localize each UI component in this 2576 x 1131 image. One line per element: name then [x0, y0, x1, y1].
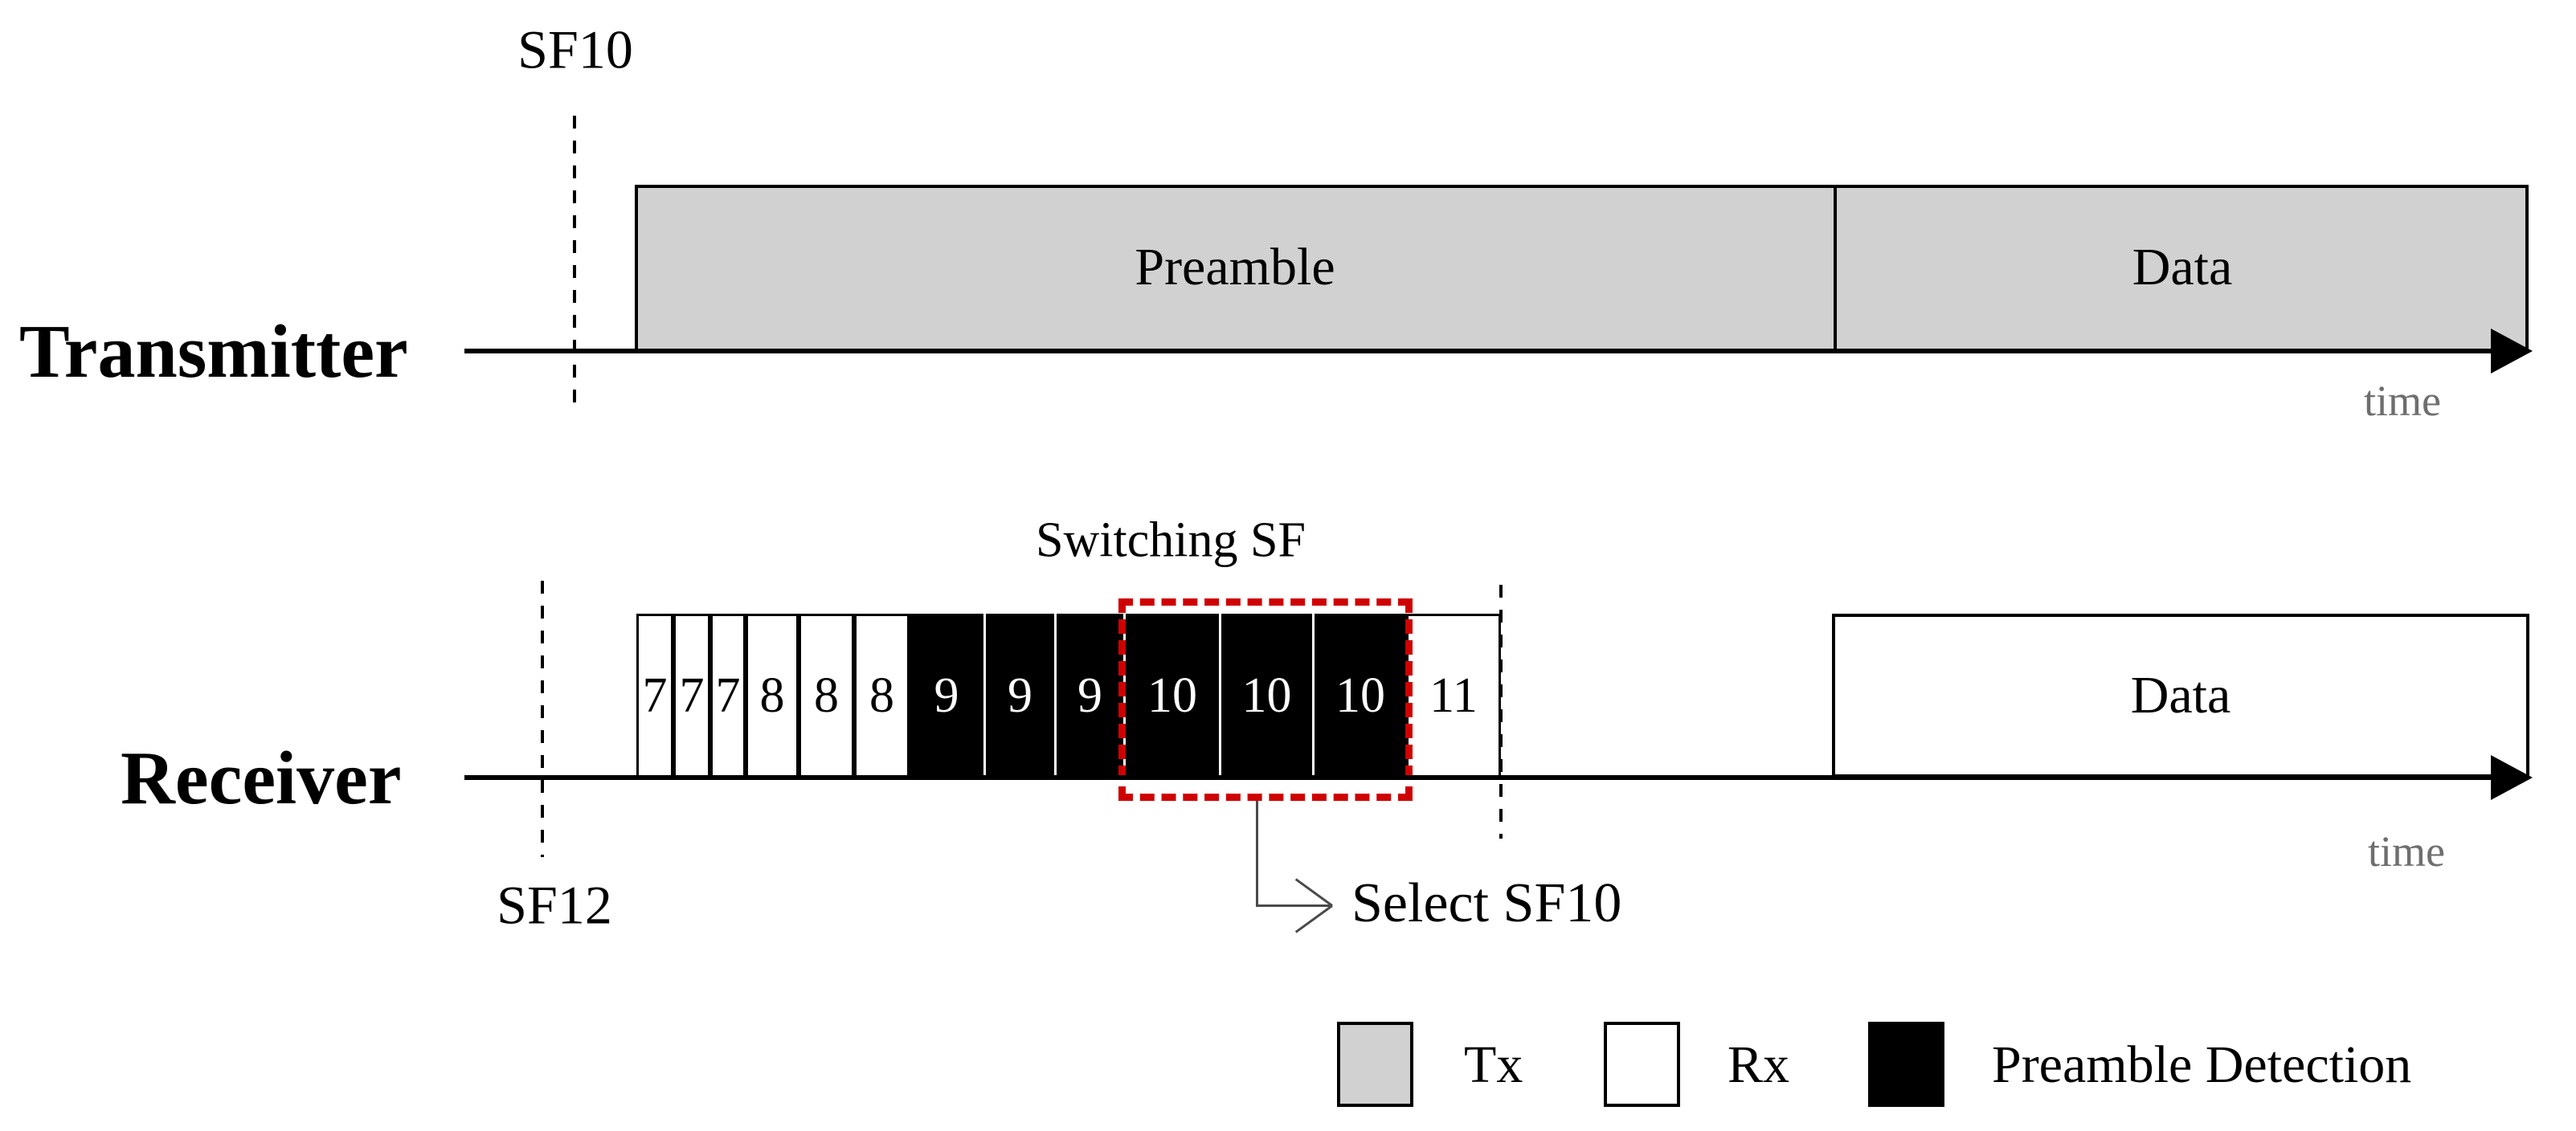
transmitter-data-segment-label: Data: [2132, 238, 2233, 296]
receiver-sf-slot-label: 10: [1147, 668, 1197, 723]
legend-rx-label: Rx: [1728, 1035, 1790, 1094]
transmitter-sf10-label: SF10: [517, 18, 633, 80]
receiver-data-box: [1832, 614, 2529, 778]
receiver-sf-slot: 7: [710, 614, 746, 778]
receiver-sf-slot-label: 9: [1008, 668, 1032, 723]
receiver-time-label: time: [2368, 827, 2445, 876]
receiver-sf-slot: 9: [910, 614, 983, 778]
select-arrowhead-lower: [1294, 904, 1333, 933]
receiver-sf-slot: 8: [799, 614, 854, 778]
legend-tx-label: Tx: [1464, 1035, 1523, 1094]
legend-preamble-detection-label: Preamble Detection: [1992, 1035, 2412, 1094]
scan-end-dashed-line: [1499, 585, 1503, 839]
transmitter-timeline: [464, 349, 2497, 353]
receiver-sf-slot-label: 7: [715, 668, 741, 723]
receiver-sf-slot-label: 9: [1077, 668, 1102, 723]
switching-sf-label: Switching SF: [1036, 512, 1306, 568]
receiver-sf-slot: 8: [854, 614, 910, 778]
receiver-sf-slot: 10: [1123, 614, 1219, 778]
receiver-sf-slot: 8: [746, 614, 799, 778]
transmitter-timeline-arrowhead: [2491, 329, 2533, 374]
legend-tx-swatch: [1337, 1022, 1413, 1107]
receiver-sf12-dashed-line: [541, 581, 544, 857]
receiver-sf-slot-label: 7: [642, 668, 668, 723]
receiver-sf-slot: 9: [983, 614, 1054, 778]
receiver-sf-slot-label: 8: [814, 668, 839, 723]
receiver-sf-slot-label: 8: [759, 668, 785, 723]
receiver-sf-slot: 10: [1219, 614, 1312, 778]
receiver-label: Receiver: [121, 737, 402, 820]
receiver-sf-slot: 9: [1054, 614, 1123, 778]
sf10-selection-highlight: [1118, 598, 1413, 801]
legend-rx-swatch: [1604, 1022, 1680, 1107]
transmitter-label: Transmitter: [19, 310, 408, 394]
receiver-data-segment-label: Data: [2130, 666, 2231, 725]
receiver-sf-slot: 11: [1406, 614, 1501, 778]
receiver-sf12-label: SF12: [497, 874, 612, 936]
transmitter-sf10-dashed-line: [573, 116, 576, 406]
legend-preamble-detection-swatch: [1868, 1022, 1944, 1107]
select-connector-vertical: [1256, 801, 1258, 906]
receiver-sf-slot-label: 10: [1335, 668, 1385, 723]
select-sf10-label: Select SF10: [1351, 872, 1622, 934]
receiver-timeline: [464, 775, 2497, 780]
receiver-sf-slot: 7: [673, 614, 710, 778]
receiver-timeline-arrowhead: [2491, 755, 2533, 800]
receiver-sf-slot-label: 9: [934, 668, 959, 723]
receiver-sf-slot: 10: [1312, 614, 1406, 778]
transmitter-time-label: time: [2364, 377, 2441, 425]
preamble-data-divider: [1834, 185, 1837, 352]
transmitter-packet-box: [635, 185, 2529, 352]
select-arrowhead-upper: [1294, 878, 1333, 907]
receiver-sf-slot-label: 11: [1429, 668, 1478, 723]
select-connector-horizontal: [1256, 904, 1330, 907]
preamble-segment-label: Preamble: [1135, 238, 1335, 296]
receiver-sf-slot-label: 8: [869, 668, 894, 723]
receiver-sf-slot: 7: [636, 614, 673, 778]
receiver-sf-slot-label: 10: [1241, 668, 1292, 723]
receiver-sf-slot-label: 7: [679, 668, 705, 723]
